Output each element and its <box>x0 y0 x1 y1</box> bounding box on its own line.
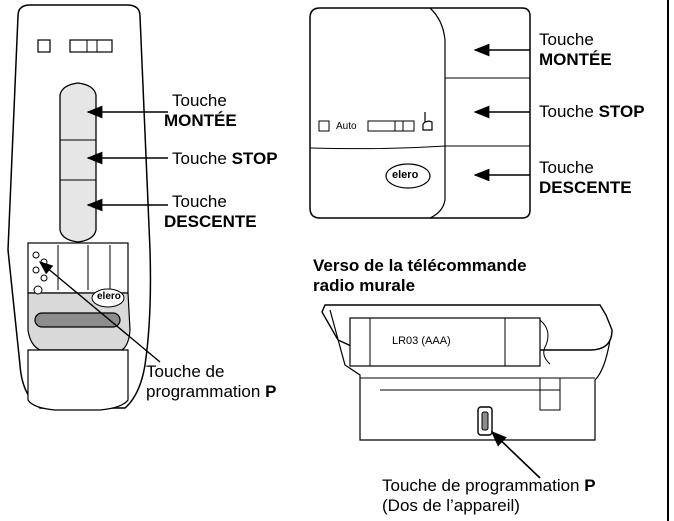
page-margin-rule <box>667 0 669 521</box>
elero-logo <box>385 163 431 189</box>
label-prog-line2: programmation P <box>146 382 277 401</box>
auto-slider[interactable] <box>367 120 415 132</box>
battery-slot <box>349 317 541 367</box>
small-square-button[interactable] <box>37 39 51 53</box>
handheld-remote <box>7 4 168 411</box>
programming-button[interactable] <box>34 312 121 328</box>
elero-logo-text: elero <box>392 169 419 181</box>
label-up-line2: MONTÉE <box>164 111 237 130</box>
label-stop: Touche STOP <box>172 149 278 168</box>
wall-label-down-line1: Touche <box>539 158 594 177</box>
wall-label-up-line2: MONTÉE <box>539 50 612 69</box>
hand-pointer-icon <box>422 112 433 131</box>
wall-label-stop: Touche STOP <box>539 102 645 121</box>
label-prog-line1: Touche de <box>146 362 225 381</box>
label-up-line1: Touche <box>172 91 227 110</box>
arrow-icon <box>38 261 161 363</box>
auto-label: Auto <box>336 121 357 132</box>
rocker-buttons[interactable] <box>59 82 97 243</box>
battery-label: LR03 (AAA) <box>392 335 451 347</box>
back-title-line1: Verso de la télécommande <box>313 256 527 275</box>
wall-remote <box>309 7 531 219</box>
back-title-line2: radio murale <box>313 276 416 295</box>
arrow-icon <box>490 430 541 479</box>
wall-remote-back <box>321 304 613 479</box>
label-down-line2: DESCENTE <box>164 212 257 231</box>
wall-label-down-line2: DESCENTE <box>539 178 632 197</box>
wall-label-up-line1: Touche <box>539 30 594 49</box>
back-prog-line2: (Dos de l’appareil) <box>382 496 520 515</box>
label-down-line1: Touche <box>172 192 227 211</box>
small-toggle[interactable] <box>69 39 113 53</box>
elero-logo-text: elero <box>97 291 121 302</box>
back-prog-line1: Touche de programmation P <box>382 476 596 495</box>
auto-checkbox[interactable] <box>318 120 330 132</box>
